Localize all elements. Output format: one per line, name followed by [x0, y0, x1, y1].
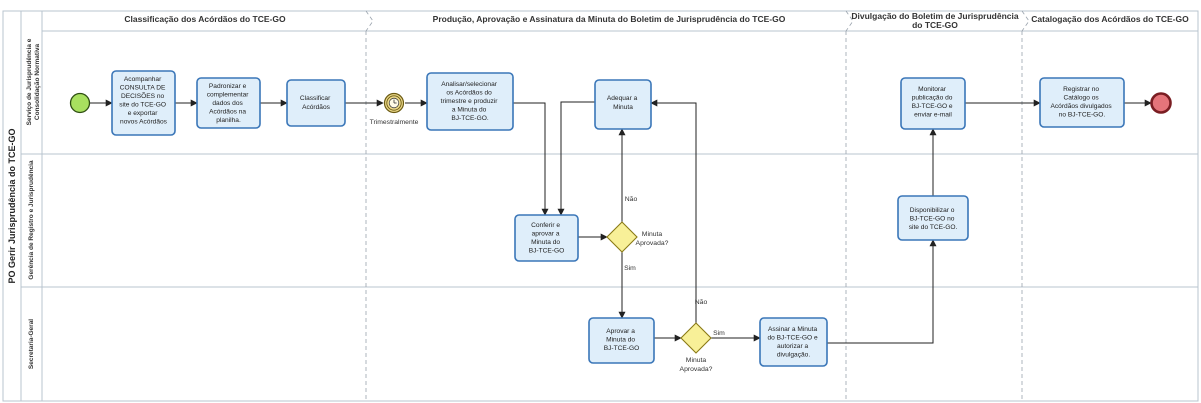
- task-disponibilizar-line2: BJ-TCE-GO no: [910, 216, 955, 223]
- task-conferir[interactable]: Conferir e aprovar a Minuta do BJ-TCE-GO: [514, 214, 579, 262]
- task-acompanhar[interactable]: Acompanhar CONSULTA DE DECISÕES no site …: [111, 70, 176, 136]
- svg-text:Adequar a Minuta: Adequar a Minuta: [607, 95, 639, 111]
- task-assinar-line3: autorizar a: [777, 343, 808, 350]
- task-adequar-line2: Minuta: [613, 104, 633, 111]
- gateway-1-label-line2: Aprovada?: [636, 240, 669, 247]
- task-padronizar-line4: Acórdãos na: [209, 109, 246, 116]
- task-disponibilizar-line1: Disponibilizar o: [910, 207, 955, 214]
- task-padronizar[interactable]: Padronizar e complementar dados dos Acór…: [196, 77, 261, 129]
- task-assinar-line4: divulgação.: [777, 352, 811, 359]
- gateway-2-label-line1: Minuta: [686, 357, 707, 364]
- task-aprovar-sg[interactable]: Aprovar a Minuta do BJ-TCE-GO: [588, 317, 655, 364]
- task-acompanhar-line4: site do TCE-GO: [119, 102, 166, 109]
- task-monitorar-line1: Monitorar: [918, 86, 947, 93]
- task-classificar-line2: Acórdãos: [302, 104, 331, 111]
- end-event: [1150, 92, 1172, 114]
- task-assinar-line2: do BJ-TCE-GO e: [767, 335, 818, 342]
- lane-title-3: Secretaria-Geral: [28, 319, 35, 369]
- phase-title-2: Produção, Aprovação e Assinatura da Minu…: [433, 14, 786, 24]
- task-monitorar-line2: publicação do: [912, 95, 953, 102]
- svg-text:Classificar Acórdãos: Classificar Acórdãos: [300, 95, 332, 111]
- task-analisar-line4: a Minuta do: [452, 107, 487, 114]
- timer-label: Trimestralmente: [370, 119, 419, 126]
- task-analisar-line3: trimestre e produzir: [441, 98, 499, 105]
- svg-text:Registrar no Catálogo os: Registrar no Catálogo os Acórdãos divulg…: [1050, 86, 1113, 119]
- flow-adequar-conferir: [557, 101, 595, 216]
- pool-title: PO Gerir Jurisprudência do TCE-GO: [7, 128, 17, 283]
- task-conferir-line1: Conferir e: [531, 222, 560, 229]
- task-acompanhar-line1: Acompanhar: [124, 76, 162, 83]
- task-acompanhar-line3: DECISÕES no: [121, 91, 165, 100]
- flow-label-g1-sim: Sim: [624, 265, 636, 272]
- task-registrar-line4: no BJ-TCE-GO.: [1059, 112, 1106, 119]
- task-monitorar-line4: enviar e-mail: [914, 112, 952, 119]
- gateway-2-label-line2: Aprovada?: [680, 366, 713, 373]
- svg-text:Monitorar publicação do: Monitorar publicação do BJ-TCE-GO e envi…: [912, 86, 955, 119]
- task-assinar-line1: Assinar a Minuta: [768, 326, 817, 333]
- task-assinar[interactable]: Assinar a Minuta do BJ-TCE-GO e autoriza…: [759, 317, 828, 367]
- task-registrar-line3: Acórdãos divulgados: [1050, 103, 1112, 110]
- svg-text:Disponibilizar o BJ-TCE-: Disponibilizar o BJ-TCE-GO no site do TC…: [909, 207, 958, 231]
- phase-sep-top-3: [1021, 10, 1030, 32]
- phase-sep-top-1: [365, 10, 374, 32]
- phase-title-3-line2: do TCE-GO: [912, 20, 958, 30]
- svg-text:Aprovar a Minuta do: Aprovar a Minuta do BJ-TCE-GO: [604, 328, 640, 352]
- task-classificar-line1: Classificar: [300, 95, 331, 102]
- pool-border: [2, 10, 1199, 402]
- task-acompanhar-line6: novos Acórdãos: [120, 119, 168, 126]
- lane-title-1-line2: Consolidação Normativa: [34, 44, 41, 121]
- flow-label-g1-nao: Não: [625, 196, 638, 203]
- task-registrar[interactable]: Registrar no Catálogo os Acórdãos divulg…: [1039, 77, 1125, 128]
- gateway-1-label-line1: Minuta: [642, 231, 663, 238]
- task-adequar[interactable]: Adequar a Minuta: [594, 79, 652, 130]
- task-analisar-line2: os Acórdãos do: [446, 90, 492, 97]
- task-registrar-line1: Registrar no: [1063, 86, 1099, 93]
- svg-text:Acompanhar CONSULTA DE: Acompanhar CONSULTA DE DECISÕES no site …: [119, 76, 168, 126]
- task-padronizar-line5: planilha.: [216, 117, 241, 124]
- task-conferir-line3: Minuta do: [531, 239, 560, 246]
- task-aprovar-sg-line3: BJ-TCE-GO: [604, 345, 640, 352]
- phase-title-1: Classificação dos Acórdãos do TCE-GO: [124, 14, 286, 24]
- phase-title-3-line1: Divulgação do Boletim de Jurisprudência: [851, 11, 1018, 21]
- task-padronizar-line3: dados dos: [212, 100, 243, 107]
- task-padronizar-line2: complementar: [207, 92, 250, 99]
- task-analisar-line1: Analisar/selecionar: [441, 81, 498, 88]
- svg-text:Analisar/selecionar os A: Analisar/selecionar os Acórdãos do trime…: [441, 81, 500, 122]
- flow-analisar-conferir: [513, 102, 549, 216]
- lane-title-1-line1: Serviço de Jurisprudência e: [26, 38, 33, 125]
- phase-title-4: Catalogação dos Acórdãos do TCE-GO: [1031, 14, 1189, 24]
- task-disponibilizar-line3: site do TCE-GO.: [909, 224, 958, 231]
- task-acompanhar-line2: CONSULTA DE: [120, 85, 166, 92]
- task-classificar[interactable]: Classificar Acórdãos: [286, 79, 346, 127]
- lane-title-2: Gerência de Registro e Jurisprudência: [28, 160, 35, 280]
- svg-text:Assinar a Minuta do BJ-T: Assinar a Minuta do BJ-TCE-GO e autoriza…: [767, 326, 819, 359]
- task-analisar[interactable]: Analisar/selecionar os Acórdãos do trime…: [426, 72, 514, 131]
- task-conferir-line2: aprovar a: [532, 231, 560, 238]
- timer-event: [383, 92, 405, 114]
- flow-label-g2-sim: Sim: [713, 330, 725, 337]
- flow-assinar-disponibilizar: [827, 239, 937, 344]
- task-registrar-line2: Catálogo os: [1063, 95, 1099, 102]
- task-disponibilizar[interactable]: Disponibilizar o BJ-TCE-GO no site do TC…: [897, 195, 969, 241]
- task-aprovar-sg-line2: Minuta do: [606, 337, 635, 344]
- svg-text:Padronizar e complementa: Padronizar e complementar dados dos Acór…: [207, 83, 251, 124]
- task-conferir-line4: BJ-TCE-GO: [529, 248, 565, 255]
- flow-label-g2-nao: Não: [695, 299, 708, 306]
- svg-text:Conferir e aprovar a: Conferir e aprovar a Minuta do BJ-TCE-GO: [529, 222, 565, 255]
- task-padronizar-line1: Padronizar e: [209, 83, 247, 90]
- task-adequar-line1: Adequar a: [607, 95, 638, 102]
- task-analisar-line5: BJ-TCE-GO.: [451, 115, 489, 122]
- task-acompanhar-line5: e exportar: [128, 110, 158, 117]
- task-aprovar-sg-line1: Aprovar a: [606, 328, 635, 335]
- task-monitorar-line3: BJ-TCE-GO e: [912, 103, 953, 110]
- flow-g2-adequar: [650, 99, 697, 323]
- gateway-minuta-aprovada-1: [606, 221, 638, 253]
- gateway-minuta-aprovada-2: [680, 322, 712, 354]
- task-monitorar[interactable]: Monitorar publicação do BJ-TCE-GO e envi…: [900, 77, 966, 130]
- start-event: [69, 92, 91, 114]
